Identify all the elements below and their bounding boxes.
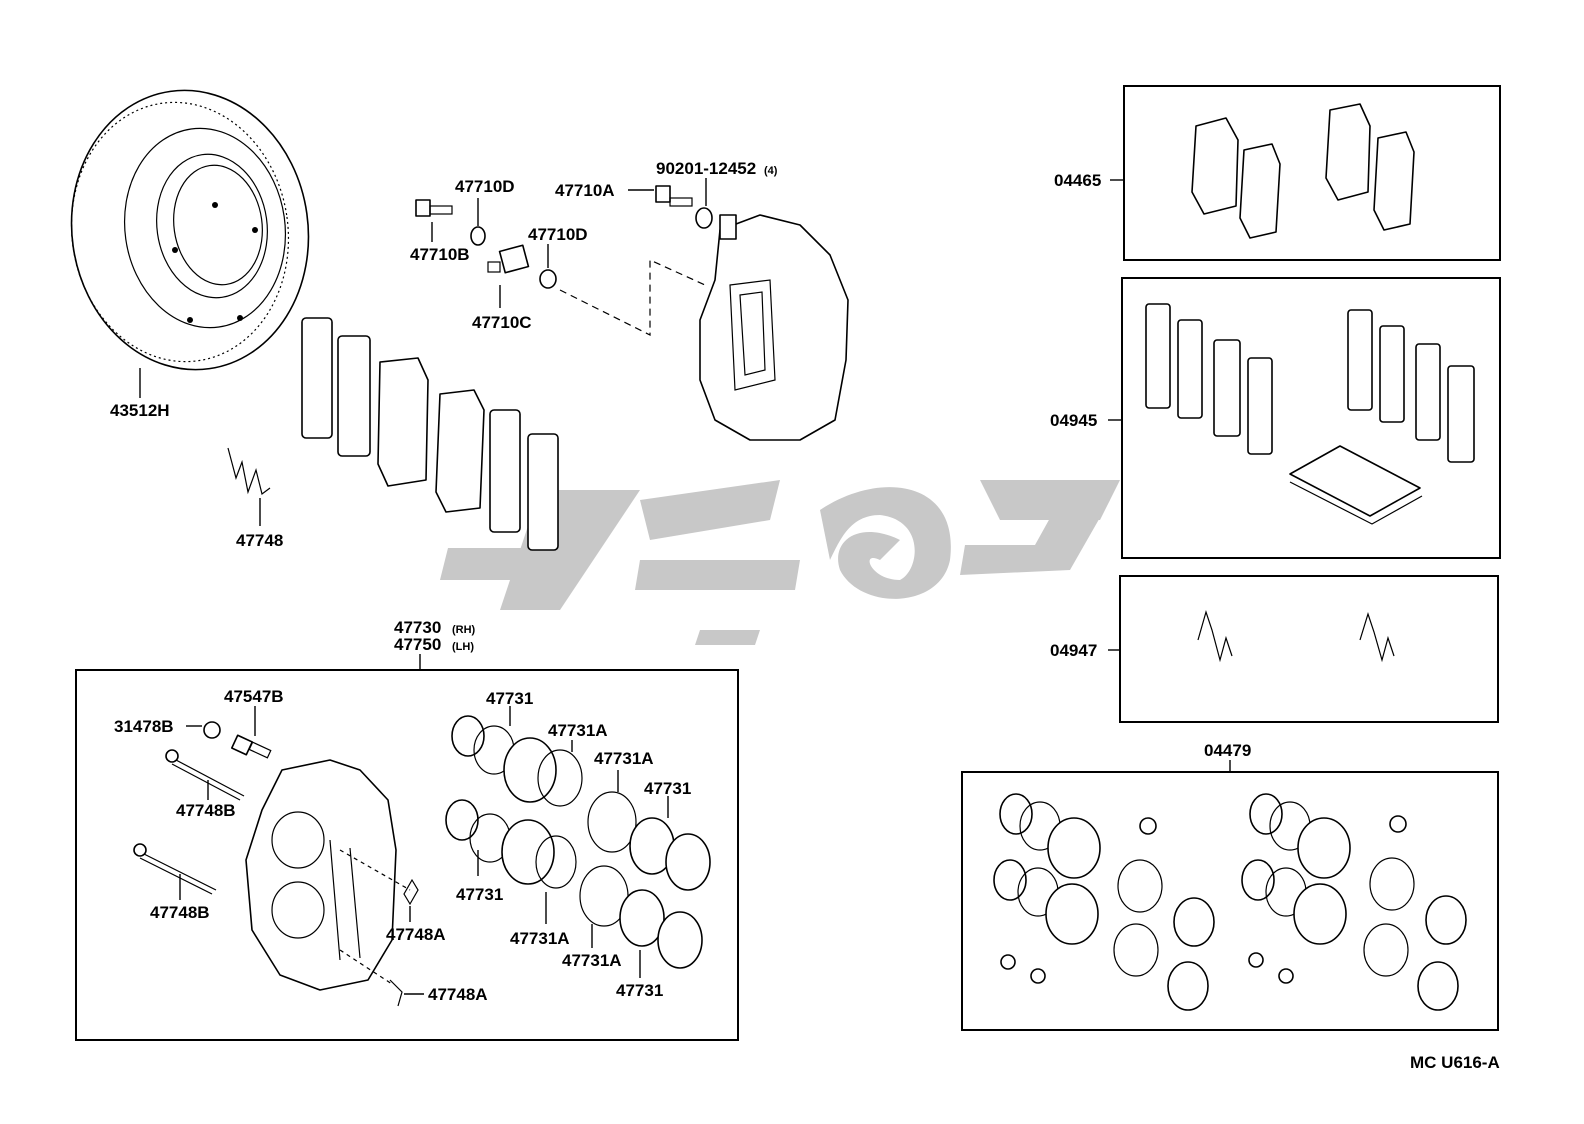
label-bolt-d1: 47710D (455, 177, 515, 196)
label-boot-mid: 47731A (594, 749, 654, 768)
label-caliper-rh-side: (RH) (452, 624, 476, 636)
caliper-assembly-top (699, 214, 849, 441)
bleeder-47547b (230, 734, 272, 759)
label-washer-qty: (4) (764, 165, 778, 177)
kit-box-pads (1123, 85, 1501, 261)
label-bolt-d2: 47710D (528, 225, 588, 244)
label-caliper-lh-side: (LH) (452, 641, 474, 653)
label-clip-upper: 47748A (386, 925, 446, 944)
label-kit-seals: 04479 (1204, 741, 1251, 760)
caliper-kit-box (75, 669, 739, 1041)
label-clip-lower: 47748A (428, 985, 488, 1004)
label-bolt-a: 47710A (555, 181, 615, 200)
brake-pad-set-top (301, 317, 559, 551)
label-pin-lower: 47748B (150, 903, 210, 922)
label-seal-right: 47731 (644, 779, 691, 798)
diagram-code: MC U616-A (1410, 1053, 1500, 1072)
clip-47748a-lower (339, 949, 403, 1007)
washer-47710d-2 (539, 269, 557, 289)
bracket-47710c (487, 244, 530, 274)
label-caliper-rh: 47730 (394, 618, 441, 637)
label-kit-shims: 04945 (1050, 411, 1097, 430)
bolt-47710b (415, 199, 453, 217)
label-seal-left: 47731 (456, 885, 503, 904)
label-pin-upper: 47748B (176, 801, 236, 820)
label-seal-bottom: 47731 (616, 981, 663, 1000)
pin-47748b-upper (165, 749, 245, 801)
seal-kit-illustration (993, 793, 1467, 1011)
brake-rotor (70, 89, 310, 398)
seal-and-boot-group (445, 715, 711, 969)
label-spring-left: 47748 (236, 531, 283, 550)
label-washer: 90201-12452 (656, 159, 756, 178)
label-seal-top: 47731 (486, 689, 533, 708)
kit-box-springs (1119, 575, 1499, 723)
label-bleeder: 47547B (224, 687, 284, 706)
spring-kit-illustration (1197, 609, 1395, 663)
label-rotor: 43512H (110, 401, 170, 420)
label-cap: 31478B (114, 717, 174, 736)
pad-kit-illustration (1191, 103, 1415, 239)
pin-47748b-lower (133, 843, 217, 895)
label-caliper-lh: 47750 (394, 635, 441, 654)
washer-90201 (695, 207, 713, 229)
label-boot-top: 47731A (548, 721, 608, 740)
label-boot-bottom1: 47731A (510, 929, 570, 948)
cap-31478b (203, 721, 221, 739)
label-kit-springs: 04947 (1050, 641, 1097, 660)
caliper-body (245, 759, 397, 991)
bolt-47710a (655, 185, 693, 207)
anti-rattle-spring-left (227, 447, 271, 496)
label-bolt-c: 47710C (472, 313, 532, 332)
shim-kit-illustration (1145, 303, 1475, 525)
label-bolt-b: 47710B (410, 245, 470, 264)
label-boot-bottom2: 47731A (562, 951, 622, 970)
kit-box-seals (961, 771, 1499, 1031)
washer-47710d (470, 226, 486, 246)
clip-47748a-upper (339, 849, 419, 906)
kit-box-shims (1121, 277, 1501, 559)
label-kit-pads: 04465 (1054, 171, 1101, 190)
